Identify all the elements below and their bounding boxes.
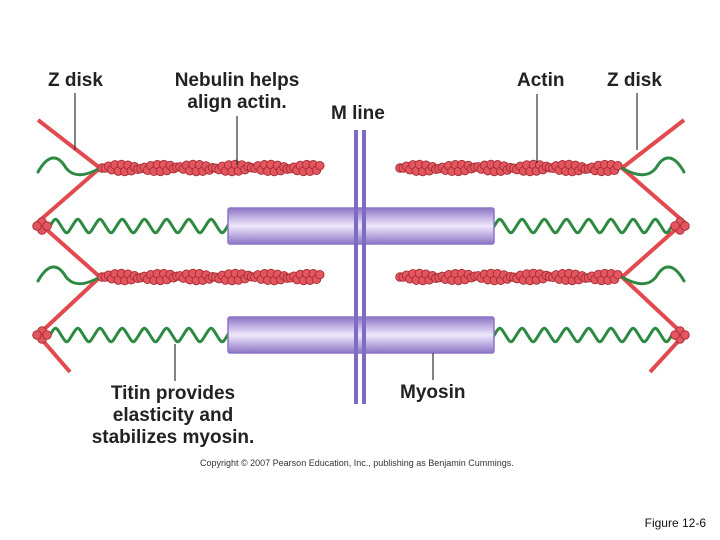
myosin-label: Myosin — [400, 382, 466, 403]
z-disk-right-label: Z disk — [607, 70, 662, 91]
actin-monomer — [680, 330, 690, 340]
z-disk-actin-cluster-1 — [32, 217, 52, 235]
actin-monomer — [613, 160, 623, 171]
m-line — [354, 130, 366, 404]
titin-tail-4 — [620, 265, 686, 286]
leader-lines — [74, 93, 638, 381]
actin-monomer — [680, 221, 690, 231]
titin-label-line-2: elasticity and — [112, 405, 234, 426]
titin-label-line-1: Titin provides — [110, 383, 236, 404]
z-disk-actin-cluster-2 — [32, 326, 52, 344]
actin-label: Actin — [517, 70, 565, 91]
nebulin-label-line-1: Nebulin helps — [174, 70, 300, 91]
myosin-thick-filament-1 — [227, 207, 495, 245]
actin-filament-lower-left — [97, 268, 325, 286]
nebulin-label: Nebulin helps align actin. — [150, 70, 324, 114]
z-disk-actin-cluster-3 — [670, 217, 690, 235]
actin-monomer — [42, 330, 52, 340]
figure-number: Figure 12-6 — [644, 516, 706, 530]
myosin-thick-filament-2 — [227, 316, 495, 354]
myosin-filaments — [227, 207, 495, 354]
copyright-notice: Copyright © 2007 Pearson Education, Inc.… — [200, 458, 514, 468]
actin-filament-lower-right — [395, 268, 623, 286]
titin-tail-3 — [620, 156, 686, 177]
actin-monomer — [670, 221, 680, 231]
actin-filament-upper-right — [395, 159, 623, 177]
actin-monomer — [32, 330, 42, 340]
actin-monomer — [613, 269, 623, 280]
actin-filament-upper-left — [97, 159, 325, 177]
titin-label: Titin provides elasticity and stabilizes… — [72, 383, 274, 449]
actin-filaments — [32, 159, 690, 344]
actin-monomer — [32, 221, 42, 231]
nebulin-label-line-2: align actin. — [187, 92, 287, 113]
actin-monomer — [315, 269, 325, 280]
titin-tail-2 — [36, 265, 102, 286]
actin-monomer — [670, 330, 680, 340]
z-disk-left-label: Z disk — [48, 70, 103, 91]
titin-filaments — [36, 156, 686, 344]
z-disk-actin-cluster-4 — [670, 326, 690, 344]
actin-monomer — [42, 221, 52, 231]
m-line-label: M line — [331, 103, 385, 124]
titin-tail-1 — [36, 156, 102, 177]
actin-monomer — [315, 160, 325, 171]
titin-label-line-3: stabilizes myosin. — [91, 427, 255, 448]
